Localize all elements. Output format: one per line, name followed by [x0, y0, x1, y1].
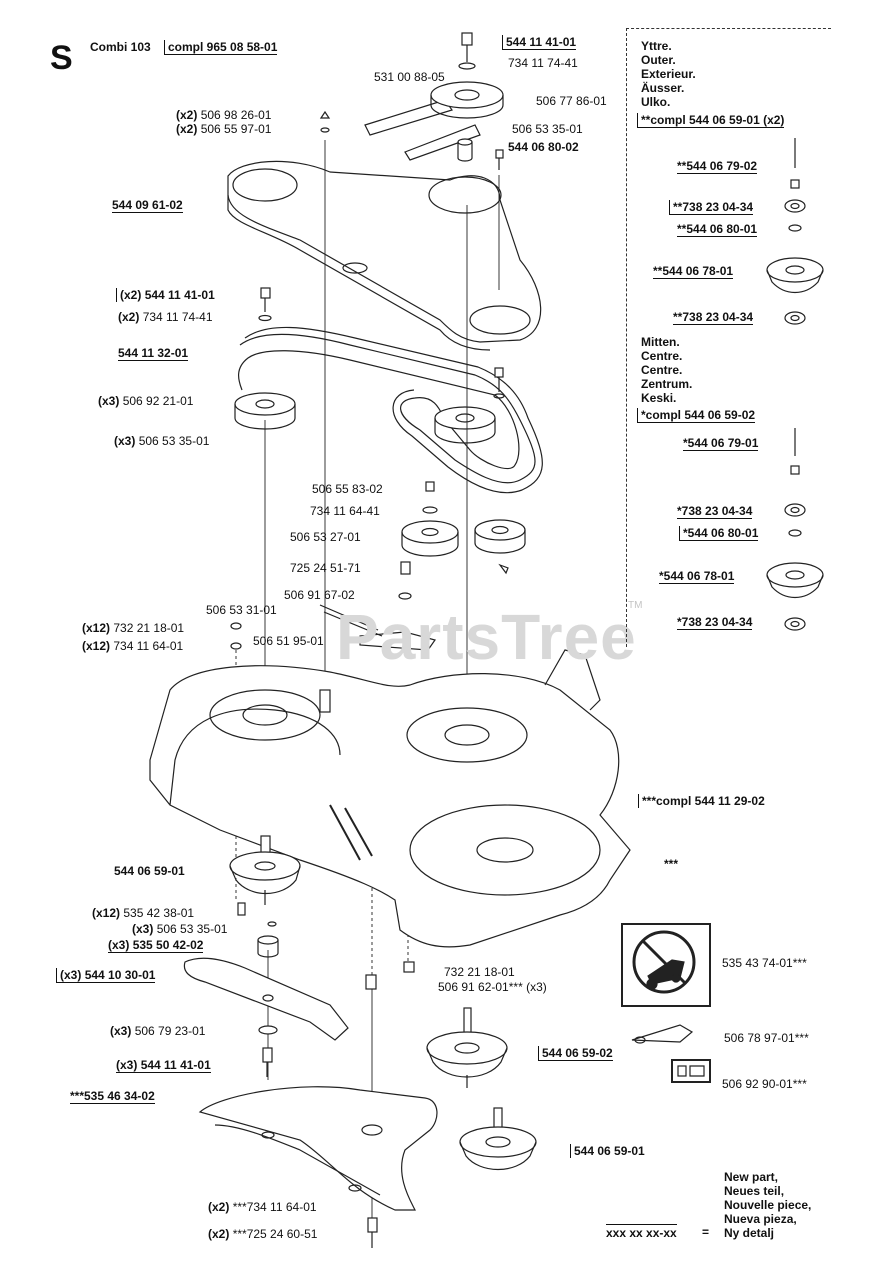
part-label: 544 09 61-02	[112, 198, 183, 213]
part-label: 544 06 59-02	[538, 1046, 613, 1061]
part-label: (x2) 544 11 41-01	[116, 288, 215, 302]
belt-cover	[227, 160, 542, 351]
spindle-sleeve	[257, 935, 279, 958]
ce-decal	[671, 1059, 711, 1083]
watermark: PartsTree	[336, 601, 637, 673]
part-label: 506 51 95-01	[253, 634, 324, 648]
model-ref: compl 965 08 58-01	[164, 40, 278, 55]
part-label: 544 11 41-01	[502, 35, 577, 50]
legend-center-compl: *compl 544 06 59-02	[637, 408, 756, 423]
legend-outer-item: **544 06 80-01	[677, 222, 758, 237]
right-pulley	[434, 367, 505, 444]
legend-outer-lang: Äusser.	[641, 81, 685, 95]
legend-outer-lang: Exterieur.	[641, 67, 696, 81]
new-part-text: Nouvelle piece,	[724, 1198, 812, 1212]
part-label: (x2) 734 11 74-41	[118, 310, 213, 324]
spacer-sleeve	[457, 138, 473, 162]
part-label: 544 06 59-01	[114, 864, 185, 878]
legend-outer-lang: Outer.	[641, 53, 676, 67]
part-label: 734 11 74-41	[508, 56, 578, 70]
legend-outer-compl: **compl 544 06 59-01 (x2)	[637, 113, 785, 128]
part-label: (x3) 535 50 42-02	[108, 938, 204, 953]
part-label: ***535 46 34-02	[70, 1089, 155, 1104]
legend-outer-lang: Ulko.	[641, 95, 671, 109]
legend-center-lang: Centre.	[641, 363, 683, 377]
part-label: 506 53 27-01	[290, 530, 361, 544]
legend-center-item: *738 23 04-34	[677, 504, 753, 519]
part-label: (x3) 506 79 23-01	[110, 1024, 206, 1038]
legend-outer-item: **544 06 78-01	[653, 264, 734, 279]
left-spindle	[229, 835, 301, 905]
tensioner-pulleys	[401, 481, 526, 575]
equals-sign: =	[702, 1225, 710, 1239]
warning-decal	[621, 923, 711, 1007]
legend-center-lang: Zentrum.	[641, 377, 693, 391]
model-name: Combi 103	[90, 40, 151, 54]
part-label: 535 43 74-01***	[722, 956, 807, 970]
part-label: ***compl 544 11 29-02	[638, 794, 765, 808]
mower-blade	[183, 957, 349, 1041]
legend-outer-lang: Yttre.	[641, 39, 672, 53]
legend-outer-item: **738 23 04-34	[669, 200, 754, 215]
part-label: (x3) 506 53 35-01	[114, 434, 210, 448]
mower-deck	[149, 649, 631, 948]
legend-outer-item: **738 23 04-34	[673, 310, 754, 325]
new-part-text: New part,	[724, 1170, 779, 1184]
part-label: 506 53 35-01	[512, 122, 583, 136]
legend-center-item: *738 23 04-34	[677, 615, 753, 630]
new-part-text: Neues teil,	[724, 1184, 785, 1198]
part-label: (x2) 506 55 97-01	[176, 122, 272, 136]
placeholder-part-number: xxx xx xx-xx	[606, 1224, 677, 1240]
part-label: 506 78 97-01***	[724, 1031, 809, 1045]
legend-center-item: *544 06 79-01	[683, 436, 759, 451]
left-pulley	[234, 287, 296, 430]
tension-arm	[319, 561, 436, 651]
part-label: (x2) ***734 11 64-01	[208, 1200, 317, 1214]
part-label: 506 77 86-01	[536, 94, 607, 108]
part-label: (x3) 506 92 21-01	[98, 394, 194, 408]
legend-panel: Yttre. Outer. Exterieur. Äusser. Ulko. *…	[626, 28, 831, 647]
part-label: 732 21 18-01	[444, 965, 515, 979]
part-label: 725 24 51-71	[290, 561, 361, 575]
part-label: (x3) 506 53 35-01	[132, 922, 228, 936]
legend-center-item: *544 06 78-01	[659, 569, 735, 584]
part-label: (x12) 732 21 18-01	[82, 621, 185, 635]
legend-center-lang: Keski.	[641, 391, 677, 405]
new-part-text: Ny detalj	[724, 1226, 775, 1240]
discharge-chute	[198, 1086, 438, 1211]
part-label: (x3) 544 10 30-01	[56, 968, 156, 983]
drive-belt	[238, 326, 543, 494]
upper-pulley	[364, 81, 504, 161]
part-label: 506 92 90-01***	[722, 1077, 807, 1091]
watermark-tm: TM	[628, 600, 643, 611]
part-label: 734 11 64-41	[310, 504, 380, 518]
part-label: (x12) 734 11 64-01	[82, 639, 184, 653]
part-label: 531 00 88-05	[374, 70, 445, 84]
part-label: 506 53 31-01	[206, 603, 277, 617]
new-part-text: Nueva pieza,	[724, 1212, 797, 1226]
section-letter: S	[50, 39, 73, 77]
legend-center-lang: Centre.	[641, 349, 683, 363]
center-spindle	[426, 1007, 508, 1088]
part-label: (x3) 544 11 41-01	[116, 1058, 211, 1073]
part-label: ***	[664, 857, 679, 871]
legend-icons	[766, 138, 824, 631]
legend-outer-item: **544 06 79-02	[677, 159, 758, 174]
part-label: 544 11 32-01	[118, 346, 189, 361]
legend-center-item: *544 06 80-01	[679, 526, 759, 541]
part-label: 544 06 59-01	[570, 1144, 645, 1158]
part-label: 506 91 67-02	[284, 588, 355, 602]
part-label: (x2) ***725 24 60-51	[208, 1227, 318, 1241]
bottom-spindle	[459, 1107, 537, 1171]
top-bolt	[458, 32, 476, 70]
part-label: 506 91 62-01*** (x3)	[438, 980, 547, 994]
part-label: (x2) 506 98 26-01	[176, 108, 272, 122]
part-label: 506 55 83-02	[312, 482, 383, 496]
part-label: 544 06 80-02	[508, 140, 579, 154]
part-label: (x12) 535 42 38-01	[92, 906, 195, 920]
legend-center-lang: Mitten.	[641, 335, 680, 349]
